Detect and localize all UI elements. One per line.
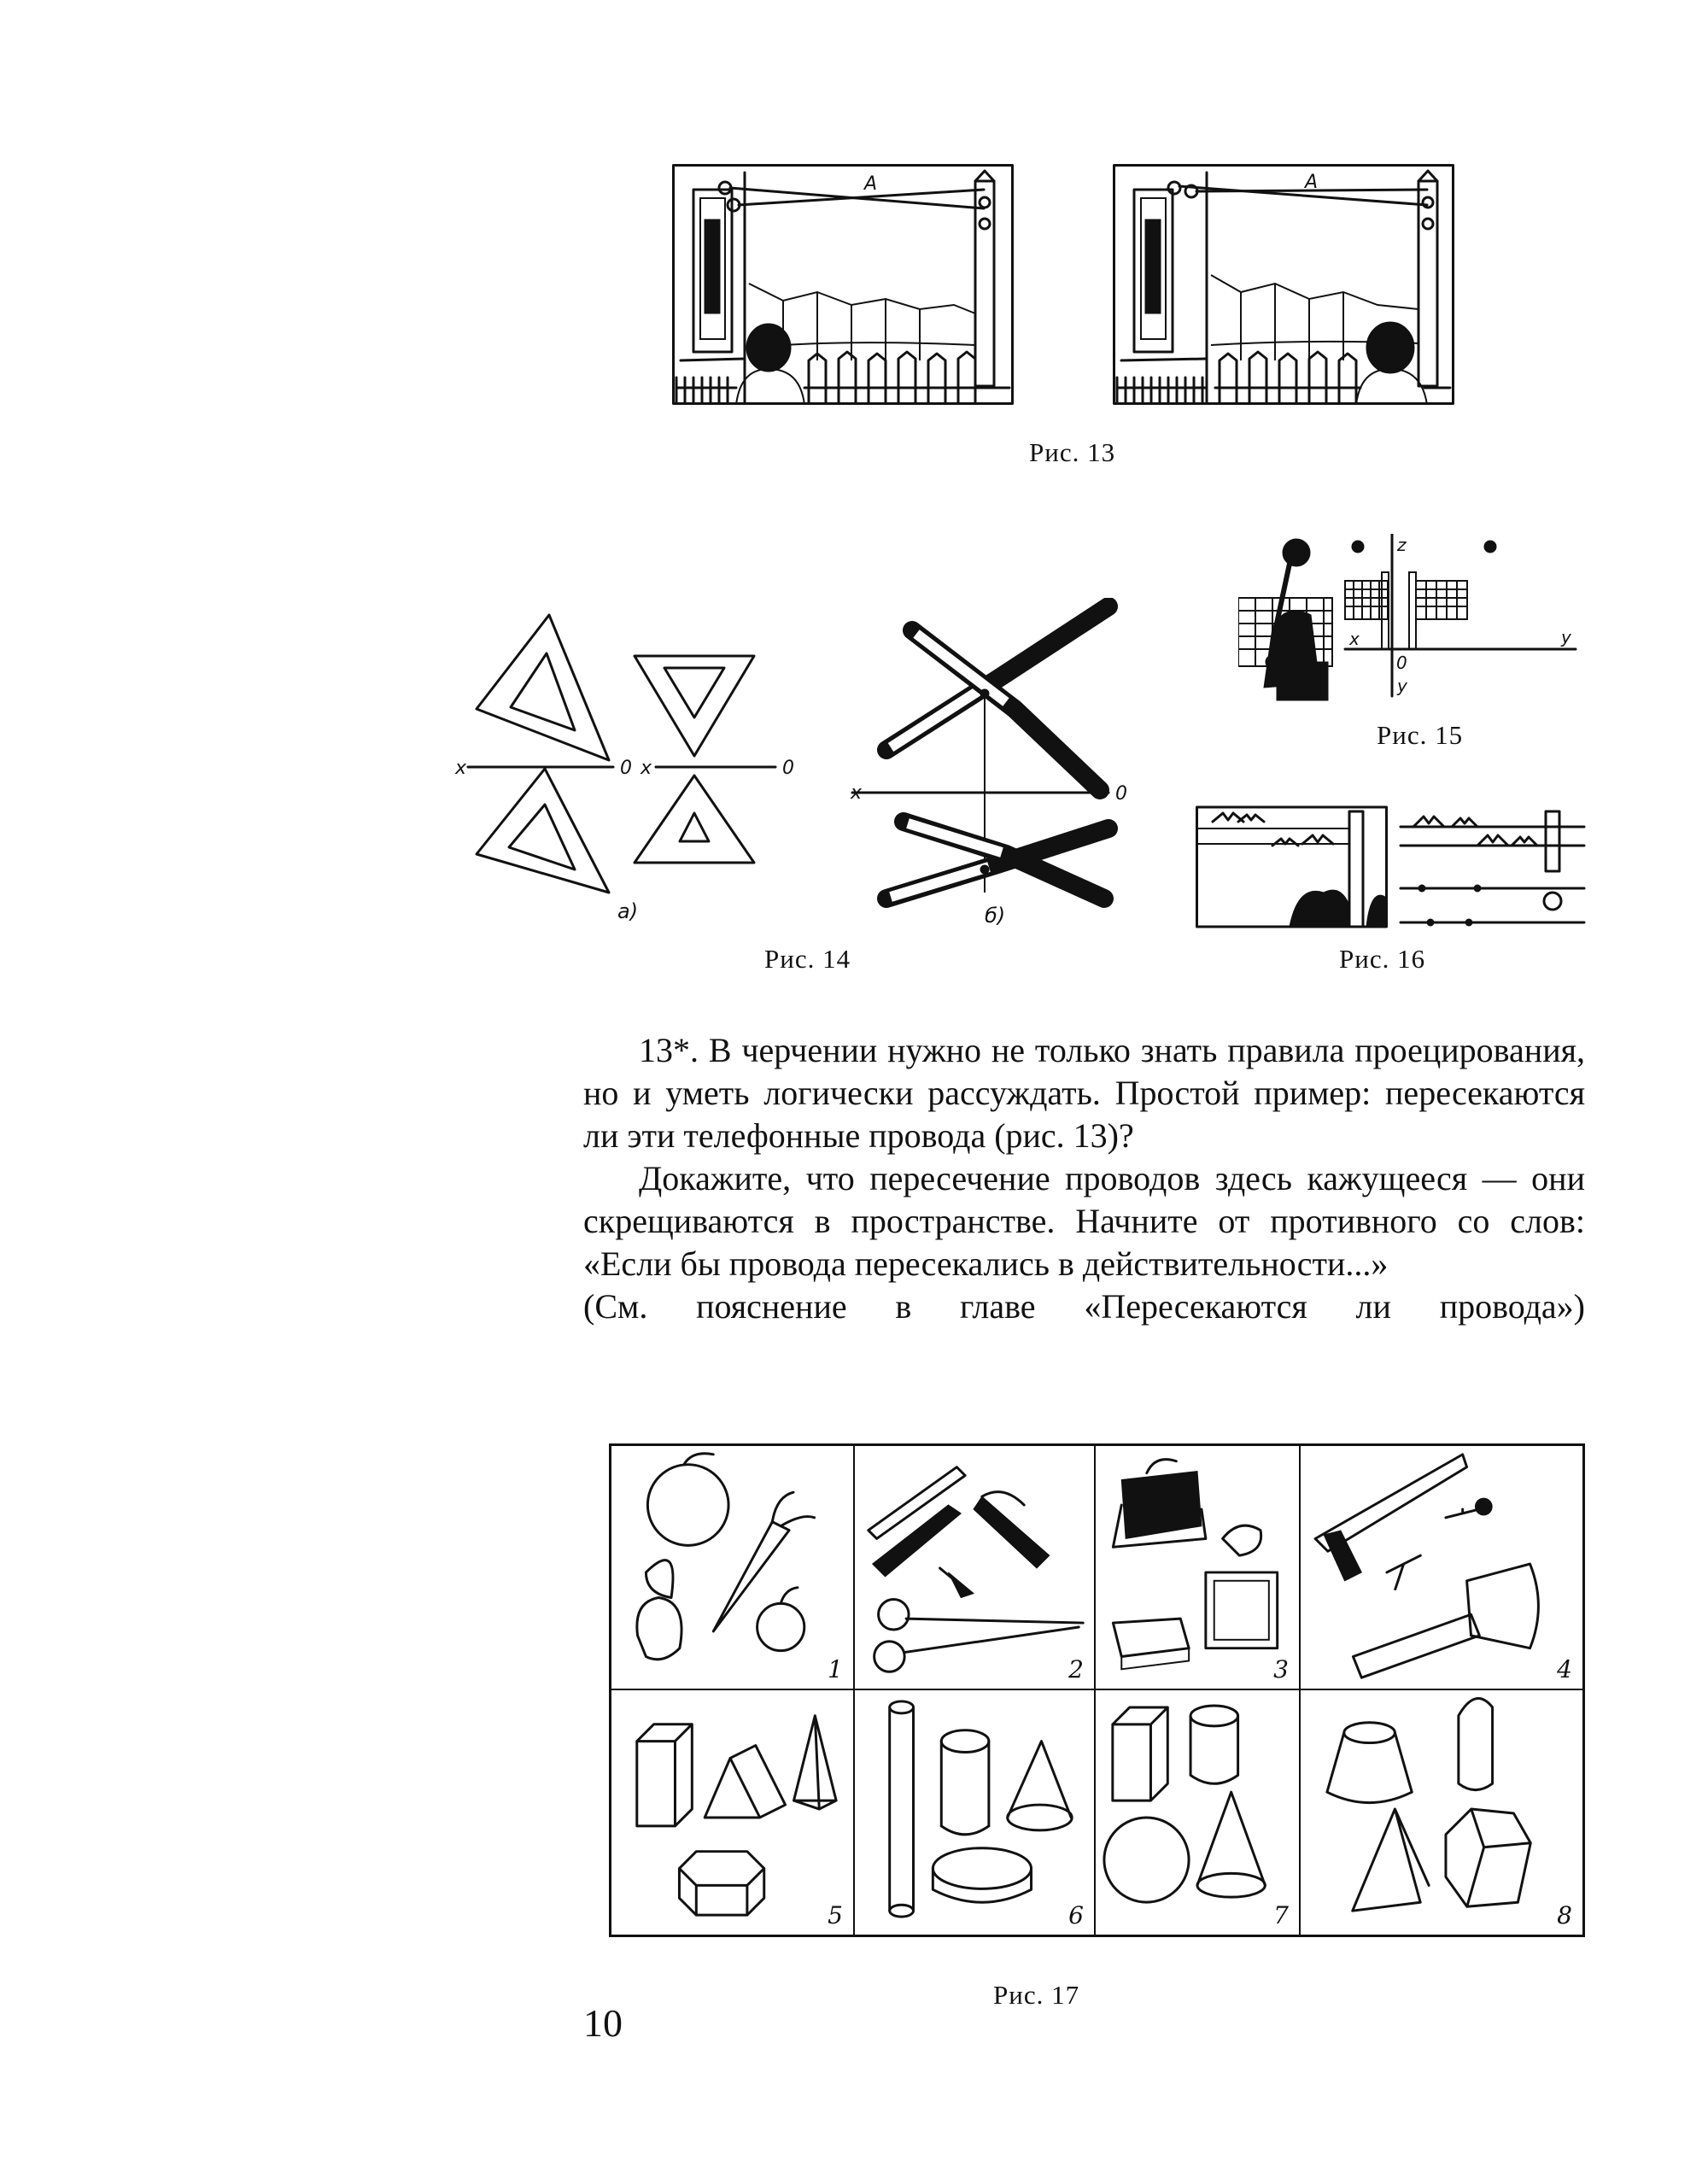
fig17-cell-7: 7 [1096, 1690, 1301, 1935]
fig17-grid: 1 2 3 [609, 1443, 1585, 1937]
fig14a-right-axis-0: 0 [782, 758, 794, 779]
fig17-num-3: 3 [1273, 1655, 1289, 1683]
fig17-num-5: 5 [828, 1901, 843, 1929]
fig17-cell-1: 1 [611, 1446, 855, 1690]
fig13-caption: Рис. 13 [1029, 437, 1116, 467]
body-text: 13*. В черчении нужно не только знать пр… [583, 1029, 1585, 1328]
fig16-drawing [1196, 803, 1588, 931]
fig13-right-wire-label: A [1303, 172, 1318, 193]
fig15-caption: Рис. 15 [1377, 720, 1464, 750]
fig14a-hourglass: x 0 [633, 654, 794, 864]
fig14-drawing: x 0 а) x 0 x 0 [451, 598, 1151, 940]
fig14b-pencils: x 0 б) [850, 598, 1127, 928]
fig14a-axis-0: 0 [620, 758, 632, 779]
fig14-caption: Рис. 14 [764, 944, 851, 974]
exercise-paragraph: 13*. В черчении нужно не только знать пр… [583, 1031, 1585, 1155]
reference-note: (См. пояснение в главе «Пересекаются ли … [583, 1287, 1585, 1326]
fig17-num-6: 6 [1068, 1901, 1084, 1929]
fig17-cell-2: 2 [855, 1446, 1096, 1690]
fig13-right-panel: A [1113, 164, 1454, 405]
fig14b-axis-0: 0 [1115, 783, 1127, 805]
fig14b-axis-x: x [850, 782, 863, 804]
fig14a-triangles: x 0 а) [454, 613, 638, 923]
fig15-axis-y-bottom: y [1396, 676, 1408, 696]
fig17-cell-8: 8 [1301, 1690, 1582, 1935]
fig17-cell-4: 4 [1301, 1446, 1582, 1690]
fig17-num-2: 2 [1068, 1655, 1084, 1683]
fig15-axis-z: z [1396, 535, 1407, 555]
fig17-num-8: 8 [1557, 1901, 1572, 1929]
fig14a-right-axis-x: x [640, 758, 652, 779]
fig14a-axis-x: x [454, 758, 467, 779]
fig15-axis-y-right: y [1560, 627, 1572, 647]
proof-paragraph: Докажите, что пересечение проводов здесь… [583, 1159, 1585, 1283]
fig17-num-7: 7 [1273, 1901, 1289, 1929]
fig17-cell-5: 5 [611, 1690, 855, 1935]
fig14a-label: а) [617, 899, 638, 923]
fig13-left-panel: A [672, 164, 1014, 405]
fig15-axis-x: x [1348, 629, 1360, 649]
fig14b-label: б) [985, 904, 1005, 928]
fig17-cell-3: 3 [1096, 1446, 1301, 1690]
page-number: 10 [583, 2001, 623, 2045]
fig17-cell-6: 6 [855, 1690, 1096, 1935]
fig17-num-1: 1 [828, 1655, 843, 1683]
fig17-num-4: 4 [1557, 1655, 1572, 1683]
fig17-caption: Рис. 17 [993, 1980, 1080, 2010]
fig15-drawing: x 0 z y y [1238, 534, 1580, 705]
fig15-axis-0: 0 [1396, 653, 1407, 673]
fig16-caption: Рис. 16 [1339, 944, 1426, 974]
fig13-left-wire-label: A [863, 173, 877, 195]
